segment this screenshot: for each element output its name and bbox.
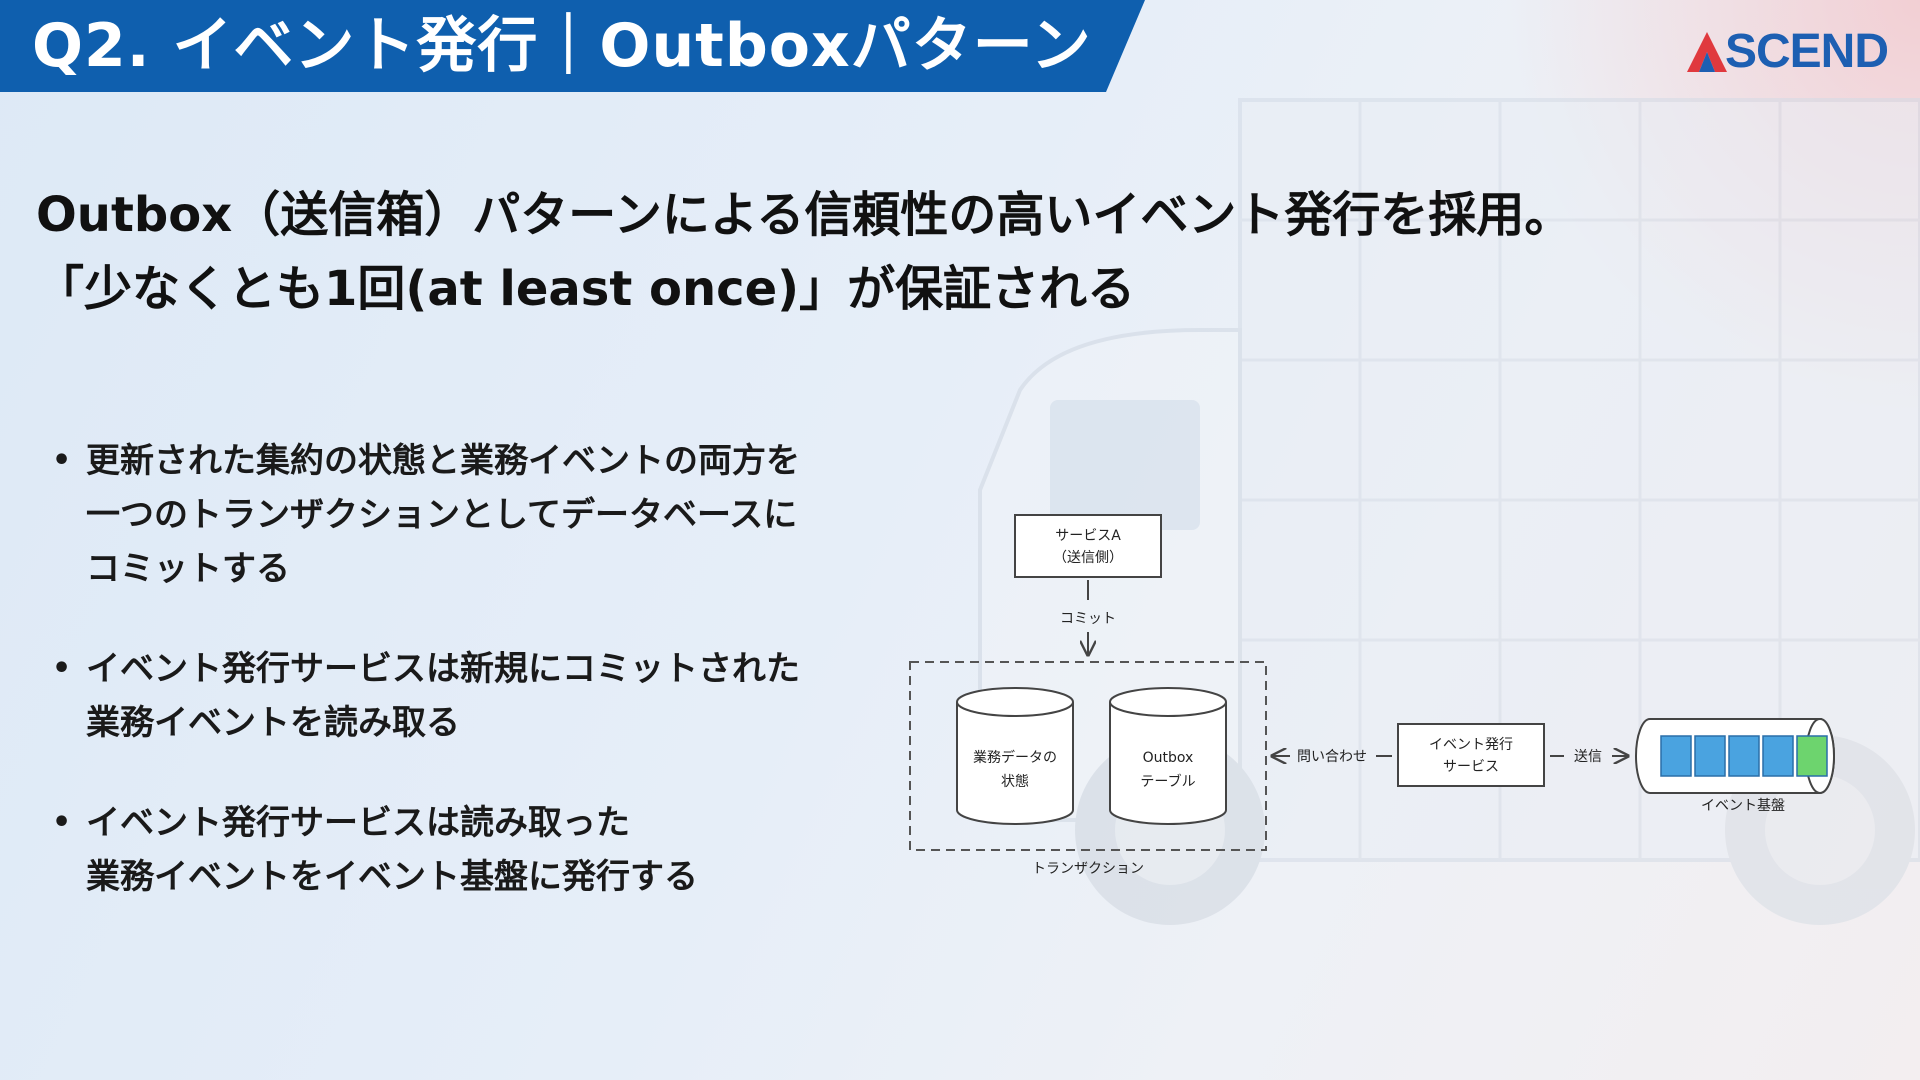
transaction-box — [909, 661, 1267, 851]
logo-a-icon — [1686, 32, 1727, 72]
event-queue-item — [1660, 735, 1692, 777]
headline-line-1: Outbox（送信箱）パターンによる信頼性の高いイベント発行を採用。 — [36, 187, 1573, 243]
business-data-database-icon: 業務データの 状態 — [956, 687, 1074, 825]
service-a-sublabel: （送信側） — [1053, 550, 1123, 566]
outbox-label: Outbox — [1143, 750, 1194, 766]
headline-line-2: 「少なくとも1回(at least once)」が保証される — [36, 261, 1136, 317]
commit-label: コミット — [1060, 611, 1116, 627]
bullet-item: イベント発行サービスは新規にコミットされた 業務イベントを読み取る — [50, 642, 870, 750]
bullet-line: 業務イベントを読み取る — [86, 703, 460, 743]
bullet-line: 一つのトランザクションとしてデータベースに — [86, 495, 798, 535]
business-data-label: 業務データの — [973, 749, 1057, 766]
logo-wordmark: SCEND — [1724, 25, 1889, 78]
event-platform-pipe-icon: イベント基盤 — [1635, 718, 1835, 814]
ascend-logo: SCEND — [1685, 25, 1889, 78]
title-bar — [0, 0, 1145, 92]
query-label: 問い合わせ — [1297, 749, 1367, 765]
bullet-list: 更新された集約の状態と業務イベントの両方を 一つのトランザクションとしてデータベ… — [50, 434, 870, 904]
send-label: 送信 — [1574, 749, 1602, 765]
publisher-label: イベント発行 — [1429, 737, 1513, 753]
service-a-box: サービスA （送信側） — [1014, 514, 1162, 578]
business-data-sublabel: 状態 — [1001, 774, 1029, 790]
publisher-service-box: イベント発行 サービス — [1397, 723, 1545, 787]
event-queue-item — [1728, 735, 1760, 777]
outbox-sublabel: テーブル — [1140, 773, 1195, 790]
outbox-diagram: サービスA （送信側） コミット トランザクション 業務データの 状態 Outb… — [900, 500, 1880, 890]
transaction-label: トランザクション — [1032, 861, 1144, 877]
headline: Outbox（送信箱）パターンによる信頼性の高いイベント発行を採用。 「少なくと… — [36, 178, 1876, 326]
outbox-table-database-icon: Outbox テーブル — [1109, 687, 1227, 825]
service-a-label: サービスA — [1055, 528, 1121, 544]
bullet-line: 更新された集約の状態と業務イベントの両方を — [86, 441, 800, 481]
page-title: Q2. イベント発行｜Outboxパターン — [32, 11, 1092, 81]
event-queue-item — [1796, 735, 1828, 777]
publisher-sublabel: サービス — [1443, 759, 1499, 775]
bullet-item: 更新された集約の状態と業務イベントの両方を 一つのトランザクションとしてデータベ… — [50, 434, 870, 596]
event-platform-label: イベント基盤 — [1701, 797, 1785, 814]
event-queue — [1660, 735, 1828, 777]
bullet-line: イベント発行サービスは読み取った — [86, 803, 630, 843]
bullet-line: 業務イベントをイベント基盤に発行する — [86, 857, 698, 897]
bullet-item: イベント発行サービスは読み取った 業務イベントをイベント基盤に発行する — [50, 796, 870, 904]
bullet-line: イベント発行サービスは新規にコミットされた — [86, 649, 800, 689]
event-queue-item — [1694, 735, 1726, 777]
event-queue-item — [1762, 735, 1794, 777]
bullet-line: コミットする — [86, 549, 290, 589]
